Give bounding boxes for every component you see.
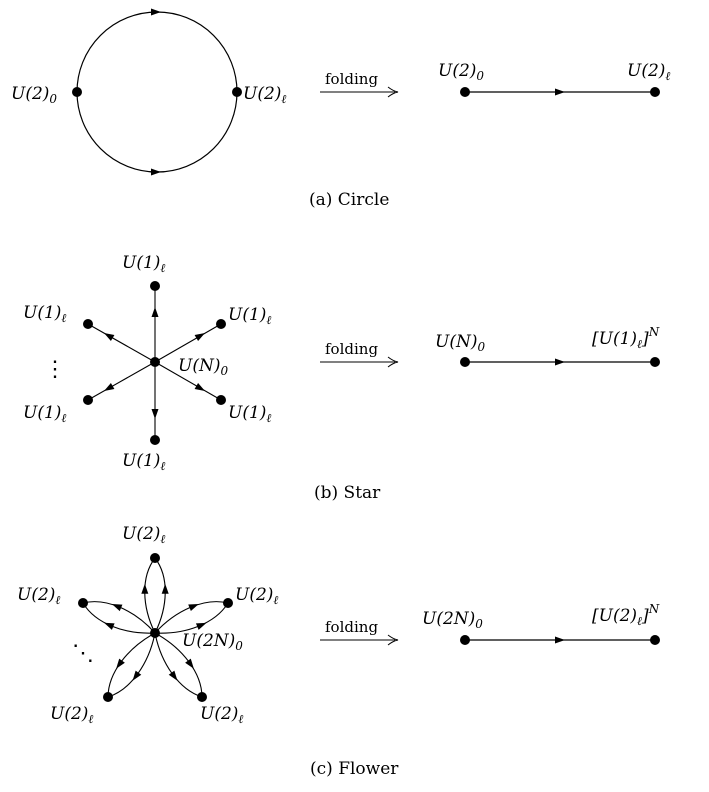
star-center-node — [150, 357, 160, 367]
circle-bottom-arrowhead — [151, 168, 161, 176]
caption-a: (a) Circle — [309, 190, 389, 210]
flower-label-right: U(2)ℓ — [235, 585, 278, 607]
flower-petal-top-arrowhead-1 — [161, 583, 169, 594]
star-arrowheads — [104, 307, 205, 419]
folding-label-a: folding — [325, 70, 378, 88]
folded-left-label-a: U(2)0 — [438, 61, 484, 83]
flower-node-lower-right — [197, 692, 207, 702]
flower-petal-lower-left-arrowhead-2 — [132, 670, 142, 681]
flower-petal-lower-left-arc-1 — [107, 632, 156, 698]
folded-edge-a-arrowhead — [555, 88, 565, 96]
flower-petal-lower-left-arc-2 — [107, 632, 156, 698]
folded-right-label-a: U(2)ℓ — [627, 61, 670, 83]
folded-left-label-c: U(2N)0 — [422, 609, 483, 631]
circle-node-left-label: U(2)0 — [11, 84, 57, 106]
folded-node-left-c — [460, 635, 470, 645]
folded-edge-b-arrowhead — [555, 358, 565, 366]
folding-label-b: folding — [325, 340, 378, 358]
star-label-lower-right: U(1)ℓ — [228, 403, 271, 425]
star-label-upper-left: U(1)ℓ — [23, 303, 66, 325]
star-label-upper-right: U(1)ℓ — [228, 305, 271, 327]
star-node-lower-left — [83, 395, 93, 405]
caption-b: (b) Star — [314, 483, 381, 503]
star-node-lower-right — [216, 395, 226, 405]
folded-right-label-b: [U(1)ℓ]N — [592, 325, 660, 351]
circle-quiver-loop — [76, 11, 238, 173]
flower-node-left — [78, 598, 88, 608]
star-node-bottom — [150, 435, 160, 445]
folded-node-left-a — [460, 87, 470, 97]
circle-node-right-label: U(2)ℓ — [243, 84, 286, 106]
folded-node-left-b — [460, 357, 470, 367]
folded-edge-c-arrowhead — [555, 636, 565, 644]
circle-top-arrowhead — [151, 8, 161, 16]
flower-ellipsis: ⋱ — [72, 641, 94, 666]
panel-c-flower: U(2)ℓ U(2)ℓ U(2)ℓ U(2)ℓ U(2)ℓ U(2N)0 ⋱ f… — [17, 524, 660, 779]
folded-node-right-b — [650, 357, 660, 367]
flower-petal-top-arc-1 — [154, 557, 166, 634]
folded-node-right-a — [650, 87, 660, 97]
flower-label-top: U(2)ℓ — [122, 524, 165, 546]
panel-b-star: U(1)ℓ U(1)ℓ U(1)ℓ U(1)ℓ U(1)ℓ U(1)ℓ U(N)… — [23, 253, 660, 503]
flower-label-lower-left: U(2)ℓ — [50, 704, 93, 726]
flower-petal-top-arc-2 — [144, 557, 156, 634]
star-ellipsis: ⋮ — [44, 357, 66, 382]
flower-petal-right-arrowhead-2 — [188, 603, 199, 612]
flower-petal-right-arrowhead-1 — [195, 622, 207, 630]
star-node-upper-left — [83, 319, 93, 329]
star-spokes — [87, 286, 222, 440]
star-node-top — [150, 281, 160, 291]
flower-node-right — [223, 598, 233, 608]
flower-center-node — [150, 628, 160, 638]
star-label-top: U(1)ℓ — [122, 253, 165, 275]
flower-node-top — [150, 553, 160, 563]
flower-petal-lower-left-arrowhead-1 — [116, 658, 125, 669]
flower-petal-left-arrowhead-2 — [104, 622, 115, 630]
flower-center-label: U(2N)0 — [182, 631, 243, 653]
circle-node-left — [72, 87, 82, 97]
star-center-label: U(N)0 — [178, 356, 228, 378]
flower-petal-lower-right-arrowhead-1 — [168, 670, 178, 681]
folded-left-label-b: U(N)0 — [435, 332, 485, 354]
star-label-bottom: U(1)ℓ — [122, 451, 165, 473]
star-label-lower-left: U(1)ℓ — [23, 403, 66, 425]
panel-a-circle: U(2)0 U(2)ℓ folding U(2)0 U(2)ℓ (a) Circ… — [11, 8, 670, 210]
star-node-upper-right — [216, 319, 226, 329]
flower-petal-top-arrowhead-2 — [141, 583, 149, 594]
circle-node-right — [232, 87, 242, 97]
flower-petals — [78, 553, 233, 702]
flower-node-lower-left — [103, 692, 113, 702]
folding-label-c: folding — [325, 618, 378, 636]
flower-label-lower-right: U(2)ℓ — [200, 704, 243, 726]
caption-c: (c) Flower — [310, 759, 399, 779]
flower-label-left: U(2)ℓ — [17, 585, 60, 607]
flower-petal-lower-right-arrowhead-2 — [185, 658, 194, 669]
folded-node-right-c — [650, 635, 660, 645]
flower-petal-left-arrowhead-1 — [111, 603, 123, 612]
folded-right-label-c: [U(2)ℓ]N — [592, 602, 660, 628]
